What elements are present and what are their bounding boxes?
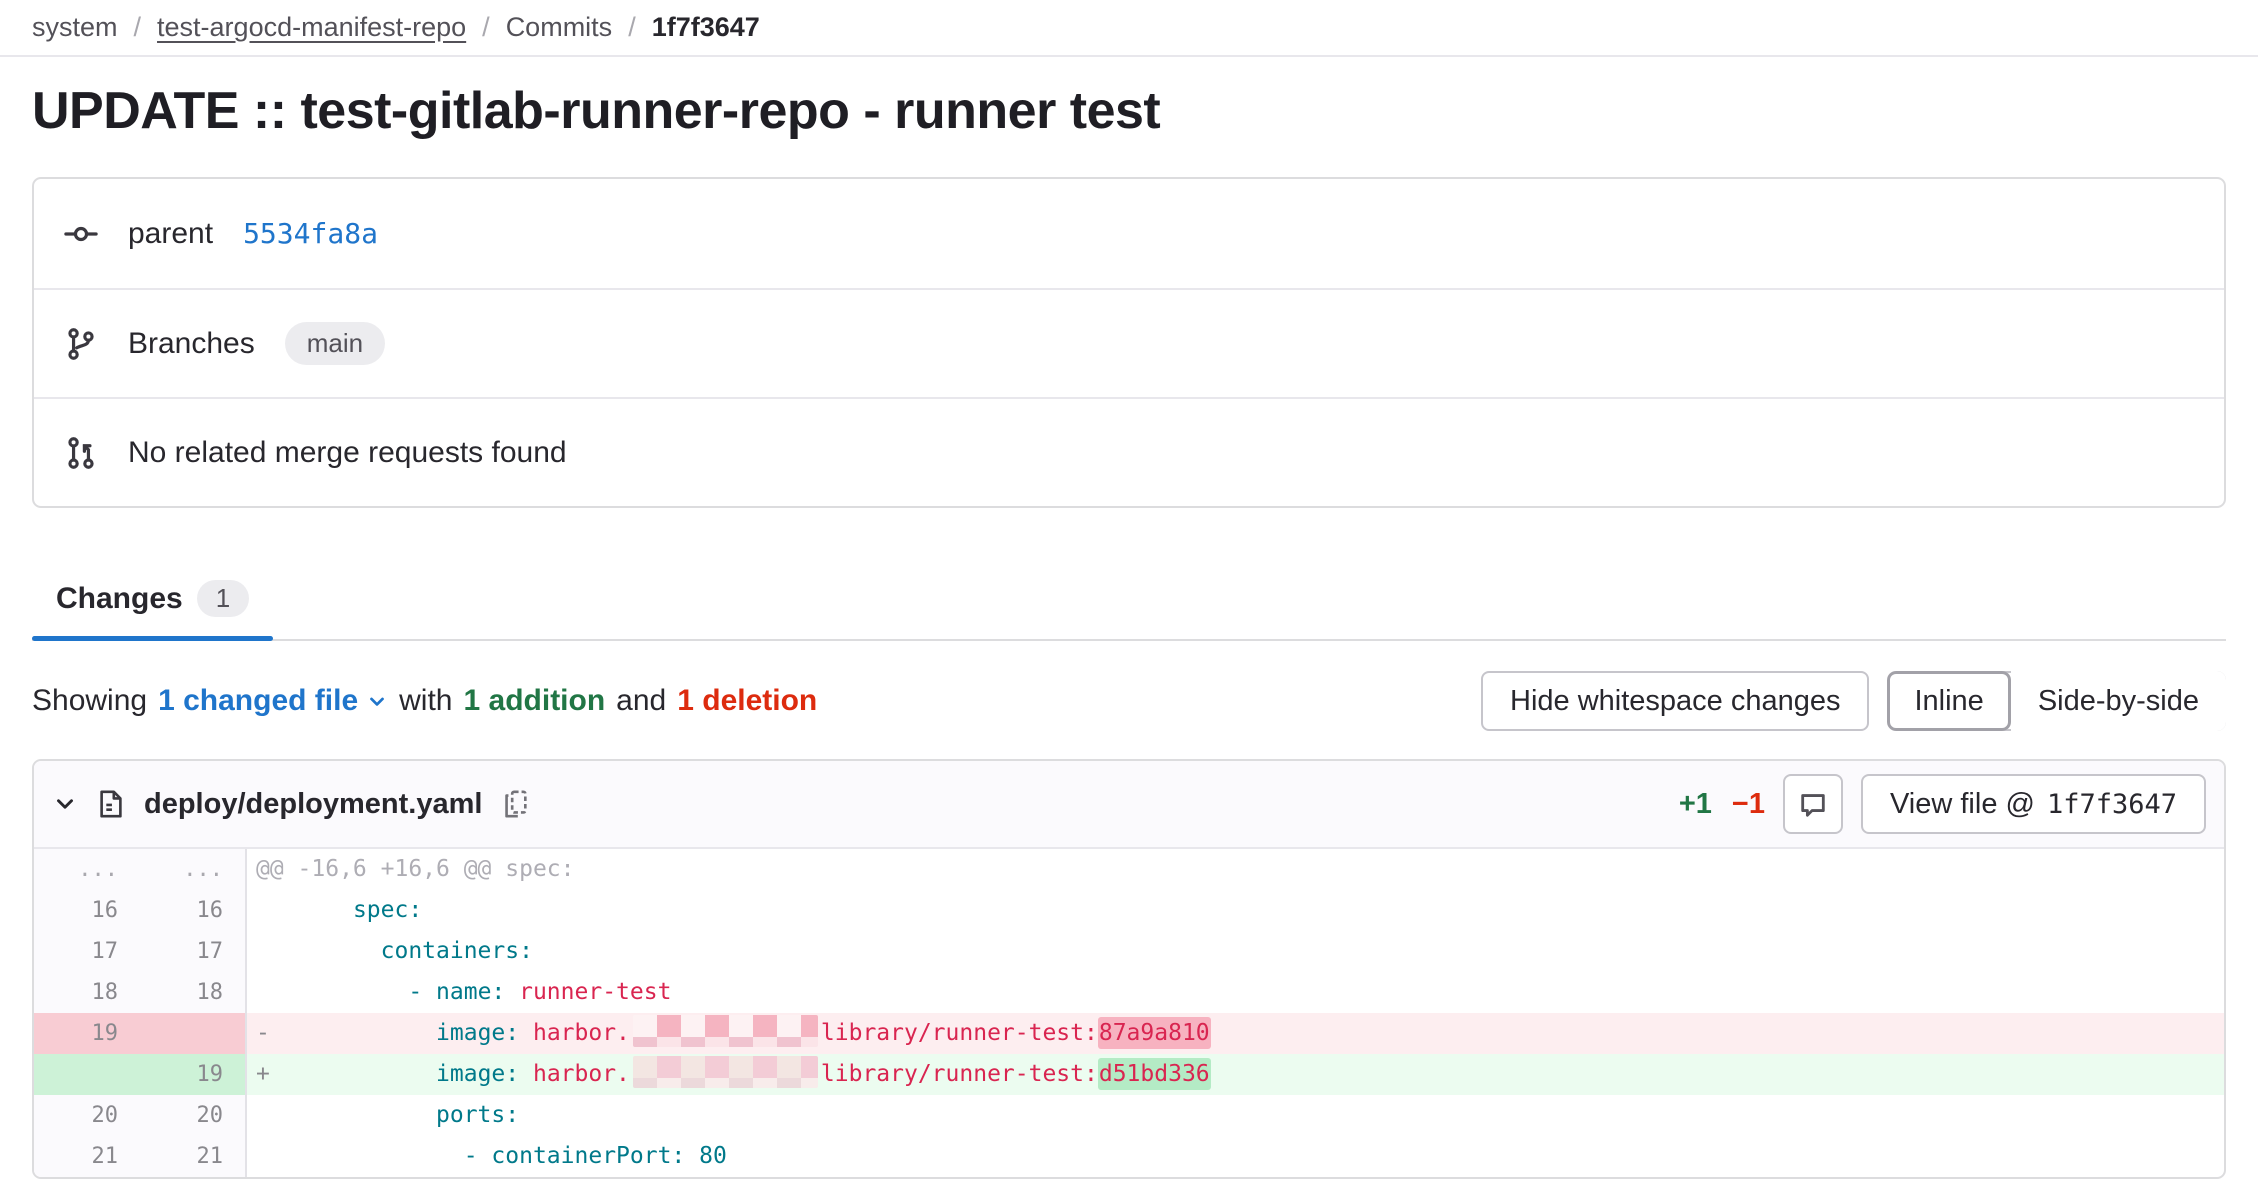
new-line-number[interactable] bbox=[140, 1013, 247, 1054]
commit-icon bbox=[64, 226, 98, 241]
comment-button[interactable] bbox=[1782, 774, 1843, 834]
parent-commit-row: parent 5534fa8a bbox=[34, 179, 2224, 288]
old-line-number[interactable]: 17 bbox=[34, 931, 140, 972]
tab-changes-label: Changes bbox=[56, 581, 183, 615]
copy-to-clipboard-icon[interactable] bbox=[500, 789, 530, 819]
parent-label: parent bbox=[128, 216, 214, 250]
hide-whitespace-button[interactable]: Hide whitespace changes bbox=[1481, 671, 1870, 731]
old-line-number[interactable]: 16 bbox=[34, 890, 140, 931]
parent-sha-link[interactable]: 5534fa8a bbox=[243, 217, 378, 250]
file-deletions-stat: −1 bbox=[1731, 787, 1765, 820]
new-line-number[interactable]: 18 bbox=[140, 972, 247, 1013]
diff-code-content: ports: bbox=[436, 1102, 520, 1128]
view-mode-toggle: Inline Side-by-side bbox=[1887, 671, 2226, 731]
new-line-number[interactable]: 16 bbox=[140, 890, 247, 931]
redacted-registry-host bbox=[632, 1014, 818, 1047]
view-file-button[interactable]: View file @ 1f7f3647 bbox=[1860, 774, 2206, 834]
old-line-number[interactable]: 18 bbox=[34, 972, 140, 1013]
commit-info-box: parent 5534fa8a Branches main No related… bbox=[32, 177, 2226, 508]
chevron-down-icon bbox=[370, 697, 385, 706]
additions-count: 1 addition bbox=[463, 684, 606, 717]
file-additions-stat: +1 bbox=[1678, 787, 1712, 820]
new-line-number[interactable]: 20 bbox=[140, 1095, 247, 1136]
commit-page: UPDATE :: test-gitlab-runner-repo - runn… bbox=[0, 81, 2258, 1179]
breadcrumb-separator: / bbox=[133, 12, 142, 42]
redacted-registry-host bbox=[632, 1055, 818, 1088]
page-title: UPDATE :: test-gitlab-runner-repo - runn… bbox=[32, 82, 1161, 140]
with-label: with bbox=[399, 684, 453, 717]
old-line-number[interactable]: 19 bbox=[34, 1013, 140, 1054]
branch-badge[interactable]: main bbox=[284, 321, 386, 366]
and-label: and bbox=[616, 684, 667, 717]
breadcrumb-item-1f7f3647: 1f7f3647 bbox=[651, 12, 760, 42]
diff-code-content: spec: bbox=[352, 897, 423, 923]
diff-line-add: 19+ image: harbor.library/runner-test:d5… bbox=[34, 1054, 2224, 1095]
old-line-number[interactable]: 20 bbox=[34, 1095, 140, 1136]
diff-summary-row: Showing 1 changed file with 1 addition a… bbox=[32, 671, 2226, 731]
new-line-number[interactable]: 21 bbox=[140, 1136, 247, 1177]
tab-changes-count-badge: 1 bbox=[196, 580, 250, 617]
diff-code-content: - containerPort: 80 bbox=[463, 1143, 727, 1169]
new-line-number[interactable]: 19 bbox=[140, 1054, 247, 1095]
breadcrumb-separator: / bbox=[482, 12, 490, 42]
merge-request-icon bbox=[68, 436, 94, 469]
diff-summary-text: Showing 1 changed file with 1 addition a… bbox=[32, 684, 817, 718]
breadcrumb-separator: / bbox=[628, 12, 636, 42]
diff-code-content: containers: bbox=[380, 938, 533, 964]
diff-file-header: deploy/deployment.yaml +1 −1 View file @… bbox=[34, 761, 2224, 849]
diff-code-content: - image: harbor.library/runner-test:87a9… bbox=[247, 1013, 2224, 1054]
side-by-side-view-button[interactable]: Side-by-side bbox=[2010, 671, 2226, 731]
tab-bar: Changes 1 bbox=[32, 568, 2226, 641]
no-merge-requests-text: No related merge requests found bbox=[128, 435, 567, 469]
old-line-number[interactable]: ... bbox=[34, 849, 140, 890]
branches-label: Branches bbox=[128, 326, 255, 360]
old-line-number[interactable] bbox=[34, 1054, 140, 1095]
inline-view-button[interactable]: Inline bbox=[1887, 671, 2011, 731]
showing-label: Showing bbox=[32, 684, 148, 717]
old-line-number[interactable]: 21 bbox=[34, 1136, 140, 1177]
diff-code-content: @@ -16,6 +16,6 @@ spec: bbox=[256, 856, 575, 882]
breadcrumb-item-system[interactable]: system bbox=[32, 12, 118, 42]
diff-line-del: 19 - image: harbor.library/runner-test:87… bbox=[34, 1013, 2224, 1054]
diff-code-content: + image: harbor.library/runner-test:d51b… bbox=[247, 1054, 2224, 1095]
file-document-icon bbox=[100, 790, 122, 818]
diff-file-box: deploy/deployment.yaml +1 −1 View file @… bbox=[32, 759, 2226, 1179]
new-line-number[interactable]: ... bbox=[140, 849, 247, 890]
changed-files-dropdown[interactable]: 1 changed file bbox=[158, 684, 388, 718]
diff-line-hunk: ...... @@ -16,6 +16,6 @@ spec: bbox=[34, 849, 2224, 890]
new-line-number[interactable]: 17 bbox=[140, 931, 247, 972]
deletions-count: 1 deletion bbox=[677, 684, 818, 717]
comment-icon bbox=[1801, 794, 1825, 817]
breadcrumb-item-test-argocd-manifest-repo[interactable]: test-argocd-manifest-repo bbox=[157, 12, 467, 42]
collapse-chevron-icon[interactable] bbox=[52, 791, 78, 817]
diff-file-path[interactable]: deploy/deployment.yaml bbox=[144, 787, 483, 820]
breadcrumb-bar: system / test-argocd-manifest-repo / Commits… bbox=[0, 0, 2258, 57]
diff-code-content: - name: runner-test bbox=[408, 979, 672, 1005]
breadcrumb: system / test-argocd-manifest-repo / Commits… bbox=[32, 12, 760, 43]
branches-row: Branches main bbox=[34, 288, 2224, 397]
breadcrumb-item-commits[interactable]: Commits bbox=[505, 12, 613, 42]
merge-requests-row: No related merge requests found bbox=[34, 397, 2224, 506]
tab-changes[interactable]: Changes 1 bbox=[32, 568, 274, 641]
diff-view-controls: Hide whitespace changes Inline Side-by-s… bbox=[1481, 671, 2226, 731]
branch-icon bbox=[68, 327, 94, 360]
